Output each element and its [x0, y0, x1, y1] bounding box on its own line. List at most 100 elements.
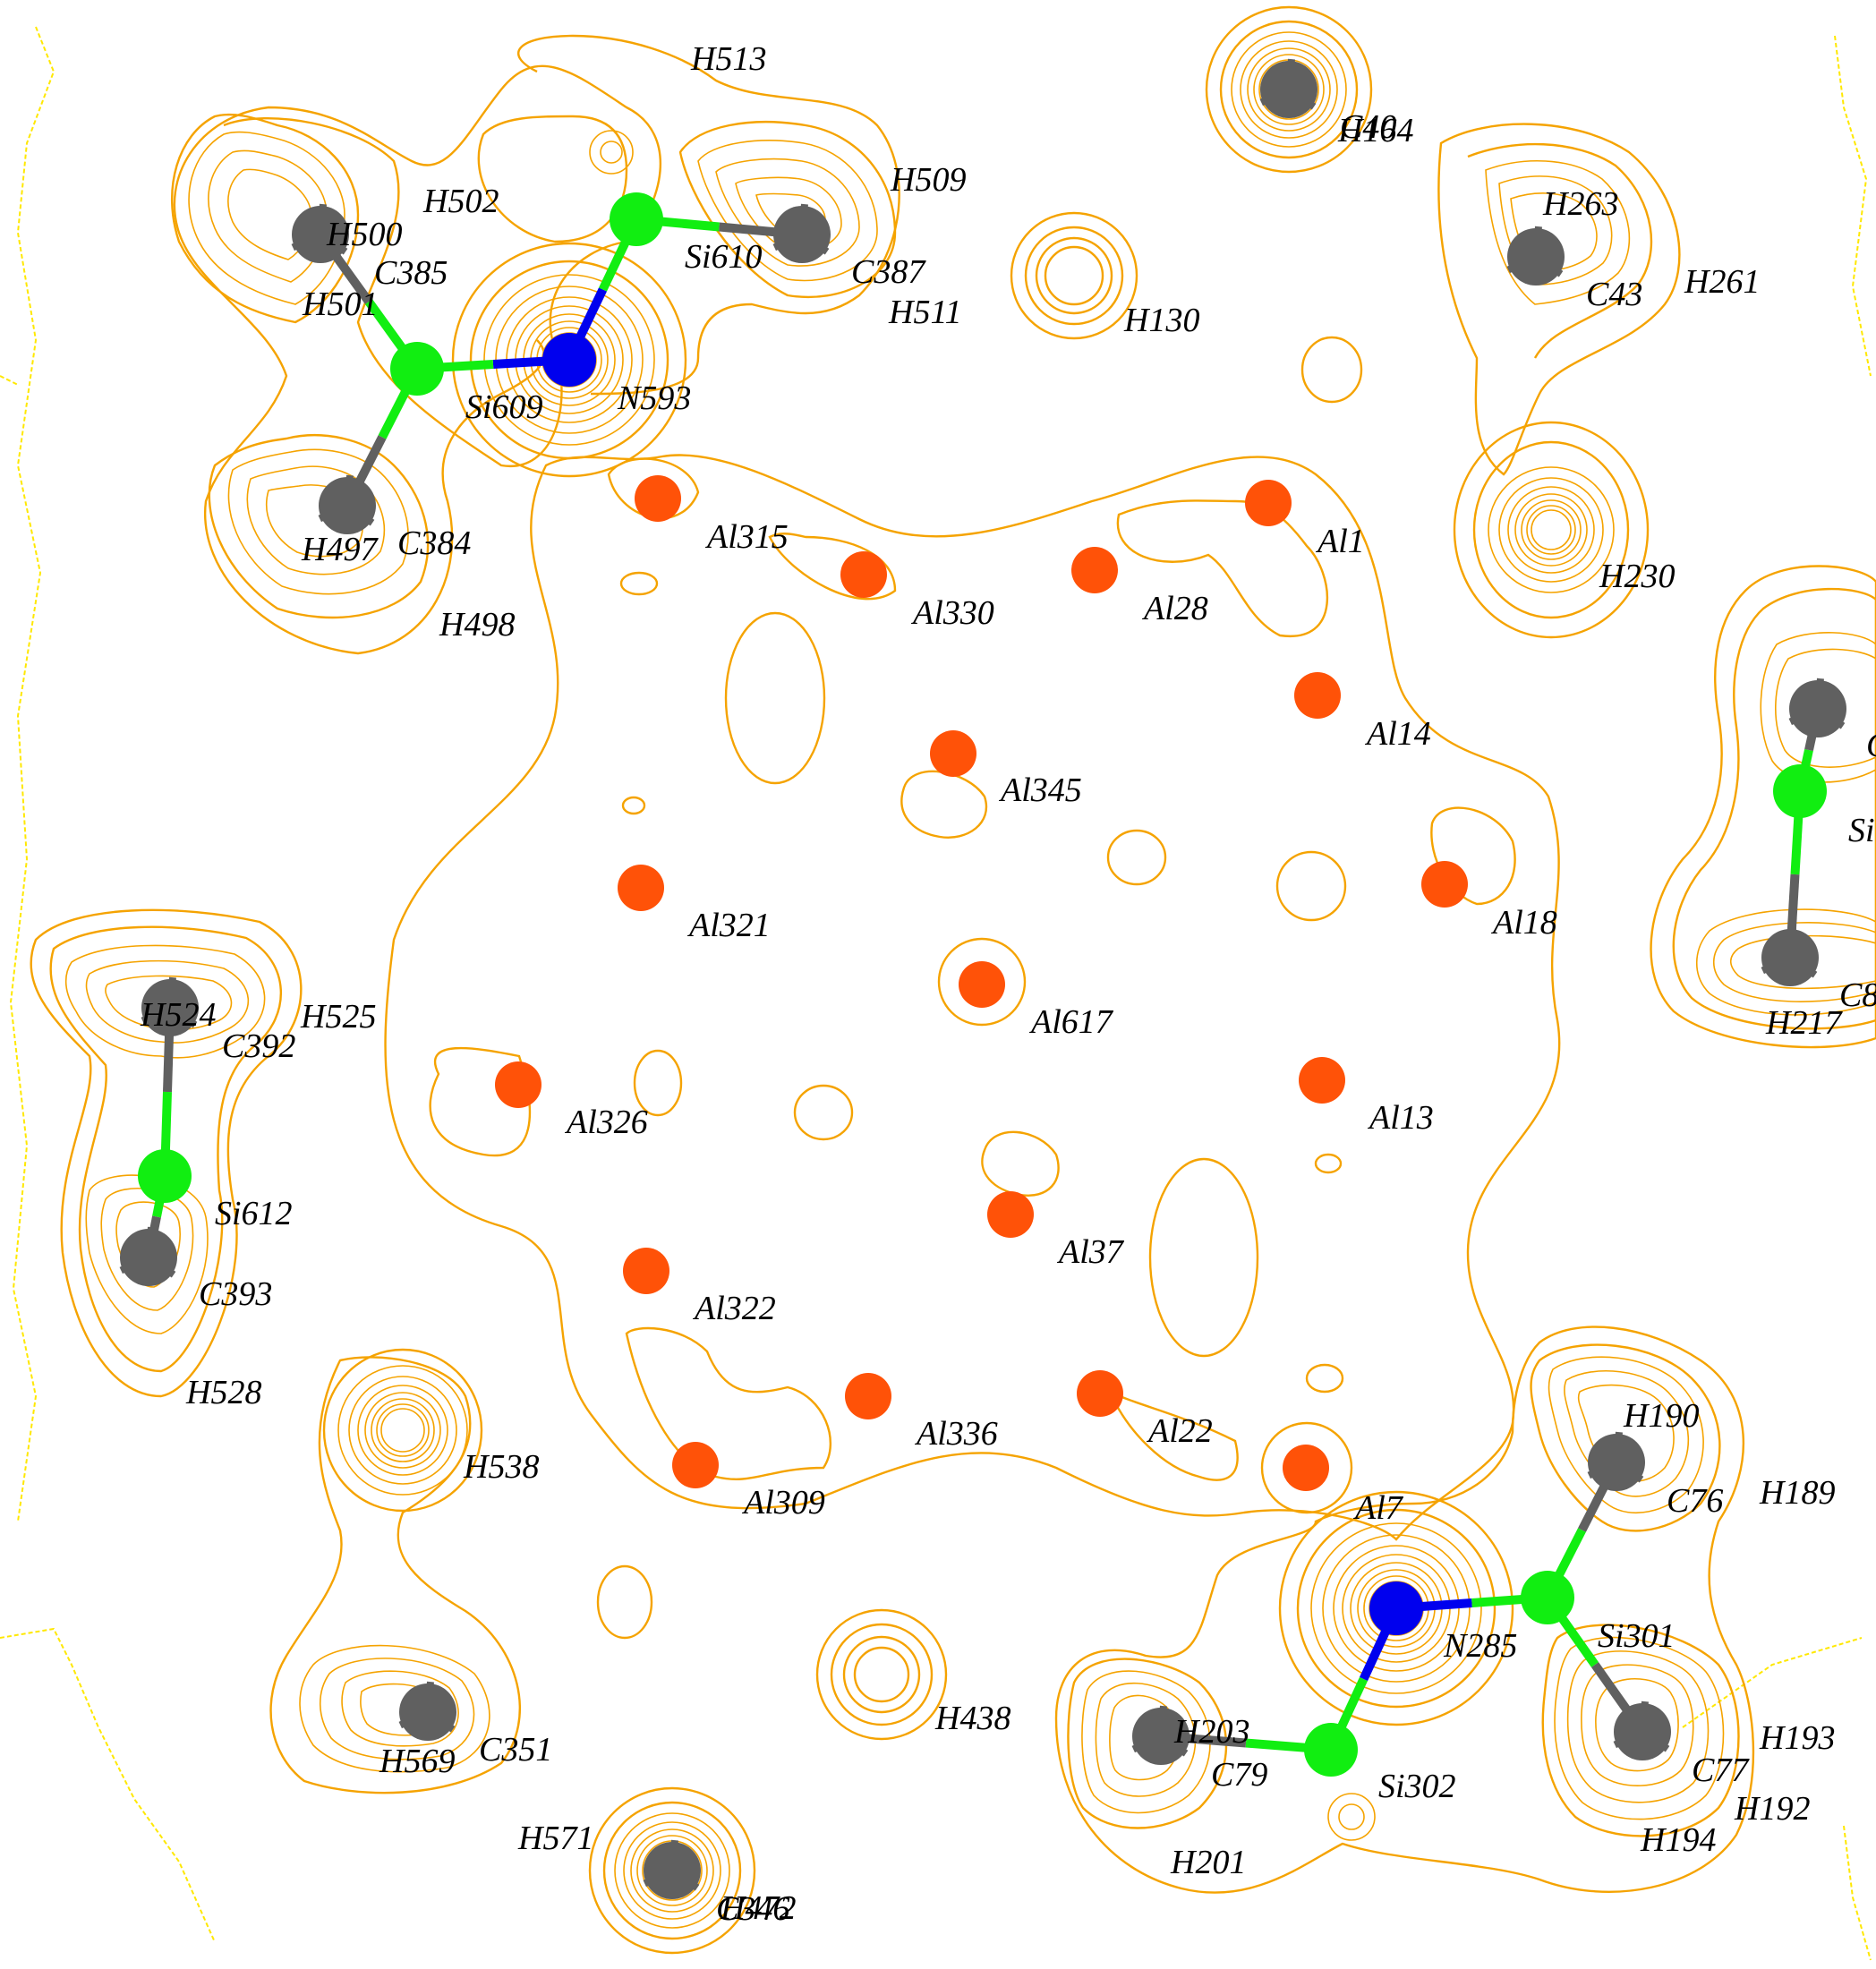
atom-label-Al28: Al28: [1141, 590, 1208, 627]
atom-label-H438: H438: [934, 1700, 1010, 1737]
atom-label-CR1: C: [1866, 727, 1876, 764]
atom-label-H525: H525: [300, 998, 376, 1036]
atom-label-Al14: Al14: [1364, 715, 1431, 753]
atom-label-Al7: Al7: [1352, 1489, 1404, 1527]
atoms: [120, 61, 1846, 1899]
atom-label-C385: C385: [374, 254, 448, 292]
atom-label-H524: H524: [140, 996, 216, 1034]
atom-label-C351: C351: [479, 1731, 552, 1769]
atom-label-H130: H130: [1123, 302, 1199, 339]
atom-label-H217: H217: [1765, 1004, 1843, 1042]
atom-label-Al1: Al1: [1315, 523, 1365, 560]
atom-label-Si610: Si610: [685, 238, 763, 276]
atom-label-Si302: Si302: [1378, 1768, 1456, 1805]
atom-label-H528: H528: [185, 1374, 261, 1411]
atom-C393: [120, 1229, 177, 1286]
atom-label-Si612: Si612: [215, 1195, 293, 1232]
atom-label-H501: H501: [302, 286, 378, 323]
atom-label-H193: H193: [1759, 1719, 1835, 1757]
atom-label-Al22: Al22: [1146, 1412, 1213, 1450]
atom-label-H261: H261: [1684, 263, 1760, 301]
atom-C346: [644, 1842, 701, 1899]
cluster-contours: [384, 336, 1561, 1640]
atom-Al309: [672, 1442, 719, 1488]
atom-C79: [1132, 1708, 1190, 1765]
atom-Al37: [987, 1191, 1034, 1238]
hydrogen-contours: [322, 130, 1650, 1741]
atom-label-C43: C43: [1586, 276, 1642, 313]
atom-label-H509: H509: [890, 161, 966, 199]
atom-label-H203: H203: [1173, 1713, 1249, 1751]
atom-Si609: [390, 342, 444, 396]
atom-label-H513: H513: [690, 40, 766, 78]
atom-label-C76: C76: [1667, 1482, 1723, 1520]
atom-Si612: [138, 1149, 192, 1203]
atom-label-Al18: Al18: [1490, 904, 1557, 942]
atom-C384: [319, 477, 376, 534]
atom-label-H538: H538: [463, 1448, 539, 1486]
atom-label-Al322: Al322: [692, 1290, 776, 1327]
atom-label-Al336: Al336: [914, 1415, 998, 1453]
atom-Al14: [1294, 672, 1341, 719]
atom-C76: [1588, 1434, 1645, 1491]
atom-label-Al321: Al321: [686, 907, 771, 944]
atom-C392: [141, 979, 199, 1036]
atom-C387: [773, 206, 831, 263]
atom-Al18: [1421, 861, 1468, 908]
atom-Al345: [930, 730, 976, 777]
atom-Al315: [635, 475, 681, 522]
atom-label-Si609: Si609: [465, 388, 543, 426]
atom-label-CR2: C8: [1839, 976, 1876, 1014]
atom-Al7: [1283, 1445, 1329, 1491]
atom-Al330: [840, 551, 887, 598]
atom-label-Al37: Al37: [1056, 1233, 1125, 1271]
outer-halo-contours: [0, 26, 1872, 1961]
atom-Al1: [1245, 480, 1292, 526]
atom-label-H511: H511: [888, 294, 962, 331]
atom-label-C79: C79: [1211, 1756, 1267, 1794]
atom-label-H164: H164: [1337, 112, 1413, 149]
atom-Si302: [1304, 1723, 1358, 1777]
atom-label-H194: H194: [1640, 1821, 1716, 1859]
atom-label-H569: H569: [379, 1743, 455, 1780]
atom-label-H192: H192: [1734, 1790, 1810, 1828]
atom-label-Al345: Al345: [998, 771, 1082, 809]
atom-label-H263: H263: [1542, 185, 1618, 223]
atom-label-H230: H230: [1599, 558, 1675, 595]
atom-SiR: [1773, 764, 1827, 818]
atom-label-H571: H571: [517, 1820, 593, 1857]
atom-label-H498: H498: [439, 606, 515, 644]
atom-C40: [1260, 61, 1317, 118]
atom-Al336: [845, 1373, 891, 1419]
atom-Si610: [610, 192, 663, 246]
atom-label-Si301: Si301: [1598, 1617, 1676, 1655]
atom-C351: [399, 1683, 456, 1741]
atom-N285: [1369, 1581, 1423, 1635]
atom-label-Al309: Al309: [741, 1484, 825, 1522]
atom-Al326: [495, 1061, 541, 1108]
atom-label-H201: H201: [1170, 1844, 1246, 1881]
atom-label-N593: N593: [617, 379, 691, 417]
atom-Al22: [1077, 1370, 1123, 1417]
atom-label-C77: C77: [1692, 1752, 1750, 1789]
atom-label-H497: H497: [301, 531, 379, 568]
atom-CR2: [1761, 929, 1819, 986]
atom-label-H500: H500: [326, 216, 402, 253]
atom-Al322: [623, 1248, 669, 1294]
atom-C43: [1507, 228, 1565, 286]
atom-label-SiR: Si: [1848, 812, 1875, 849]
atom-label-H472: H472: [720, 1889, 796, 1927]
atom-Al13: [1299, 1057, 1345, 1104]
atom-label-N285: N285: [1443, 1627, 1517, 1665]
atom-label-Al330: Al330: [910, 594, 994, 632]
atom-label-Al13: Al13: [1367, 1099, 1434, 1137]
atom-CR1: [1789, 680, 1846, 737]
atom-label-C387: C387: [851, 253, 926, 291]
atom-Si301: [1521, 1571, 1574, 1624]
atom-C77: [1614, 1703, 1671, 1760]
atom-Al28: [1071, 547, 1118, 593]
atom-label-C392: C392: [222, 1027, 295, 1065]
atom-C385: [292, 206, 349, 263]
